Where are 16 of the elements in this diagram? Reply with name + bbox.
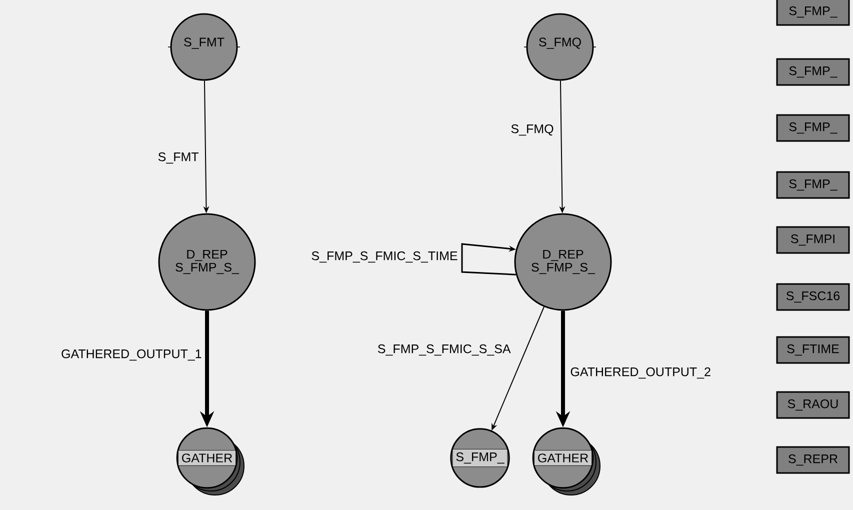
- edge-label: GATHERED_OUTPUT_1: [60, 348, 203, 362]
- arrow: [461, 243, 516, 276]
- edge-label: S_FMQ: [510, 123, 555, 137]
- stream-box: S_RAOU: [776, 391, 850, 419]
- stream-box: S_FTIME: [776, 336, 850, 364]
- stream-box: S_FMP_: [776, 0, 850, 26]
- stream-box: S_FMPI: [776, 226, 850, 254]
- edge-label: S_FMP_S_FMIC_S_TIME: [310, 250, 459, 264]
- edge-label: S_FMT: [156, 151, 200, 165]
- stream-box: S_FMP_: [776, 171, 850, 199]
- edge-label: GATHERED_OUTPUT_2: [569, 366, 712, 380]
- stream-box: S_FMP_: [776, 58, 850, 86]
- stream-box: S_REPR: [776, 446, 850, 474]
- edge-label: S_FMP_S_FMIC_S_SA: [376, 343, 512, 357]
- stream-box: S_FMP_: [776, 114, 850, 142]
- stream-box: S_FSC16: [776, 283, 850, 311]
